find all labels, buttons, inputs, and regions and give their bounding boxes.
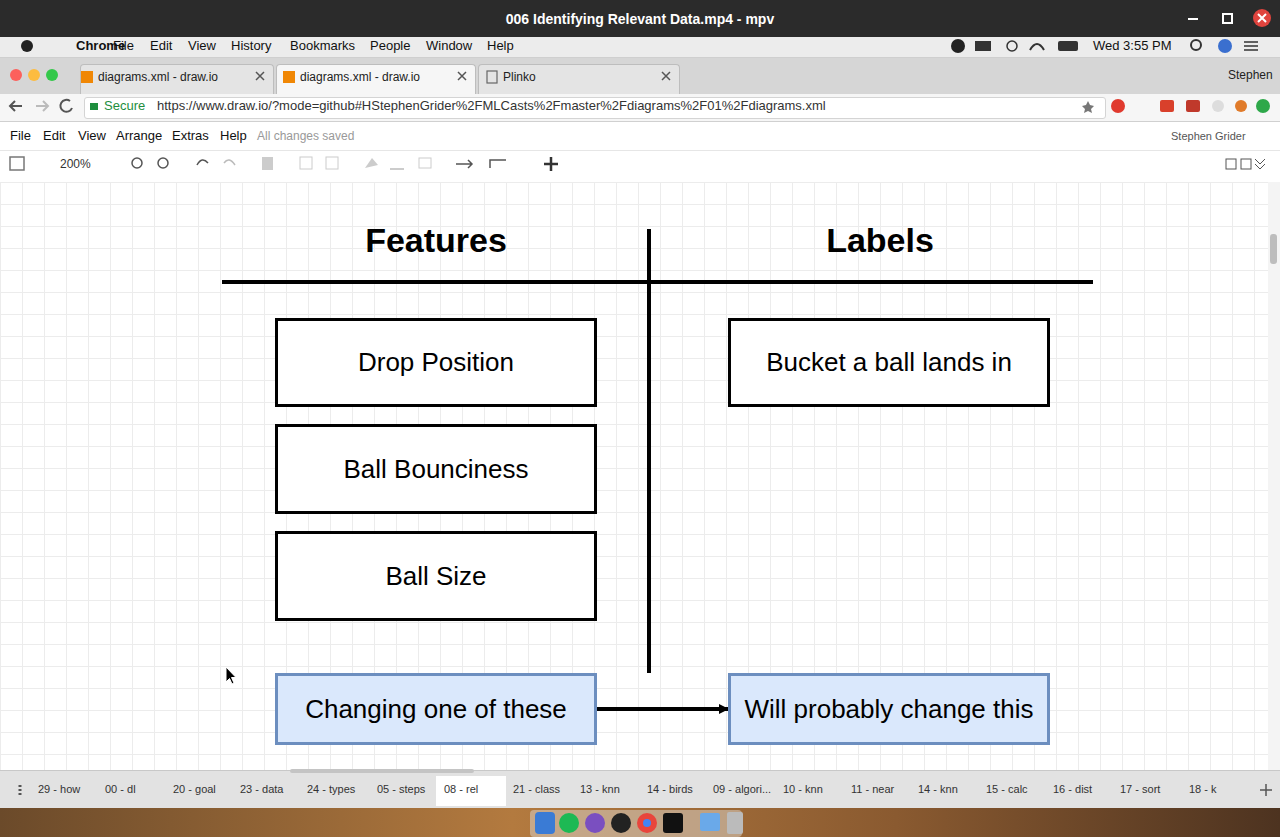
page-tab-label: 14 - knn bbox=[918, 783, 958, 796]
url-text: https://www.draw.io/?mode=github#HStephe… bbox=[157, 98, 826, 114]
clock: Wed 3:55 PM bbox=[1093, 38, 1172, 54]
page-tab-label: 09 - algori... bbox=[713, 783, 771, 796]
page-tab-label: 20 - goal bbox=[173, 783, 216, 796]
page-tab-label: 17 - sort bbox=[1120, 783, 1160, 796]
tab-title: diagrams.xml - draw.io bbox=[300, 70, 420, 84]
column-heading: Features bbox=[365, 220, 507, 261]
window-title: 006 Identifying Relevant Data.mp4 - mpv bbox=[506, 11, 774, 28]
app-menu-item: Help bbox=[220, 128, 247, 144]
page-tab-label: 23 - data bbox=[240, 783, 283, 796]
menu-item: File bbox=[113, 38, 134, 54]
app-menu-item: View bbox=[78, 128, 106, 144]
label-box: Bucket a ball lands in bbox=[728, 318, 1050, 407]
app-menu-item: All changes saved bbox=[257, 129, 354, 143]
feature-box: Ball Size bbox=[275, 531, 597, 621]
zoom-level: 200% bbox=[60, 157, 91, 171]
page-tab-label: 08 - rel bbox=[444, 783, 478, 796]
box-text: Drop Position bbox=[348, 348, 524, 377]
column-heading: Labels bbox=[826, 220, 934, 261]
page-tab-label: 21 - class bbox=[513, 783, 560, 796]
page-tab-label: 16 - dist bbox=[1053, 783, 1092, 796]
tab-title: Plinko bbox=[503, 70, 536, 84]
menu-item: Edit bbox=[150, 38, 172, 54]
menu-item: Window bbox=[426, 38, 472, 54]
h-scrollbar bbox=[290, 769, 474, 773]
note-box: Changing one of these bbox=[275, 673, 597, 745]
canvas-grid bbox=[0, 182, 1268, 770]
profile-name: Stephen bbox=[1228, 68, 1273, 82]
app-menu-item: File bbox=[10, 128, 31, 144]
account-name: Stephen Grider bbox=[1171, 130, 1246, 143]
toolbar bbox=[0, 150, 1280, 183]
page-tab-label: 05 - steps bbox=[377, 783, 425, 796]
app-menu-item: Edit bbox=[43, 128, 65, 144]
feature-box: Drop Position bbox=[275, 318, 597, 407]
note-box: Will probably change this bbox=[728, 673, 1050, 745]
box-text: Changing one of these bbox=[295, 695, 577, 724]
menu-item: Bookmarks bbox=[290, 38, 355, 54]
tab-title: diagrams.xml - draw.io bbox=[98, 70, 218, 84]
secure-badge: Secure bbox=[104, 98, 145, 114]
page-tab-label: 13 - knn bbox=[580, 783, 620, 796]
page-tab-label: 10 - knn bbox=[783, 783, 823, 796]
box-text: Bucket a ball lands in bbox=[756, 348, 1022, 377]
arrow-connector bbox=[597, 707, 728, 711]
menu-item: Help bbox=[487, 38, 514, 54]
page-tab-label: 24 - types bbox=[307, 783, 355, 796]
page-tab-label: 18 - k bbox=[1189, 783, 1217, 796]
page-tab-label: 00 - dl bbox=[105, 783, 136, 796]
scrollbar-track bbox=[1268, 182, 1280, 770]
page-tab-label: 15 - calc bbox=[986, 783, 1028, 796]
menu-item: View bbox=[188, 38, 216, 54]
app-menu-item: Extras bbox=[172, 128, 209, 144]
menu-item: History bbox=[231, 38, 271, 54]
scrollbar-thumb bbox=[1270, 234, 1277, 264]
page-tab-label: 14 - birds bbox=[647, 783, 693, 796]
box-text: Will probably change this bbox=[734, 695, 1043, 724]
page-tab-label: 29 - how bbox=[38, 783, 80, 796]
menu-item: People bbox=[370, 38, 410, 54]
feature-box: Ball Bounciness bbox=[275, 424, 597, 514]
box-text: Ball Bounciness bbox=[334, 455, 539, 484]
app-menu-item: Arrange bbox=[116, 128, 162, 144]
box-text: Ball Size bbox=[375, 562, 496, 591]
page-tab-label: 11 - near bbox=[851, 783, 894, 796]
